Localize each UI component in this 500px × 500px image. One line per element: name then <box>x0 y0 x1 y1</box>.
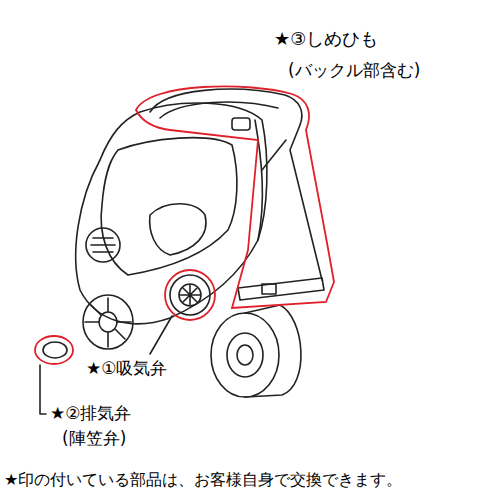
valve-seat <box>170 275 210 315</box>
head-strap <box>255 120 262 240</box>
part-label: ★③しめひも <box>274 28 378 50</box>
part-label: ★②排気弁 <box>50 403 131 423</box>
canister <box>237 345 253 365</box>
leader-line <box>40 365 46 414</box>
valve-seat <box>179 284 201 306</box>
leader-line <box>150 316 172 354</box>
highlight-outline <box>165 270 215 320</box>
part-label: (バックル部含む) <box>288 60 420 80</box>
valve-cover <box>85 298 131 347</box>
facepiece <box>76 103 267 324</box>
head-strap <box>150 89 322 280</box>
nose-cup <box>150 204 206 255</box>
highlight-outline <box>35 336 73 364</box>
valve-cover <box>83 295 133 349</box>
canister <box>211 313 279 397</box>
note-text: ★印の付いている部品は、お客様自身で交換できます。 <box>4 470 402 489</box>
valve-seat <box>180 285 200 305</box>
speech-diaphragm <box>86 228 120 262</box>
visor <box>101 138 237 275</box>
exhalation-valve <box>43 342 67 358</box>
part-label: (陣笠弁) <box>62 428 126 448</box>
buckle <box>262 284 276 294</box>
canister <box>227 333 263 377</box>
highlight-outline <box>136 86 334 308</box>
speech-diaphragm <box>91 238 115 252</box>
canister <box>245 305 301 397</box>
part-label: ★①吸気弁 <box>86 358 167 378</box>
buckle <box>232 118 250 130</box>
neck-strap <box>238 278 324 300</box>
